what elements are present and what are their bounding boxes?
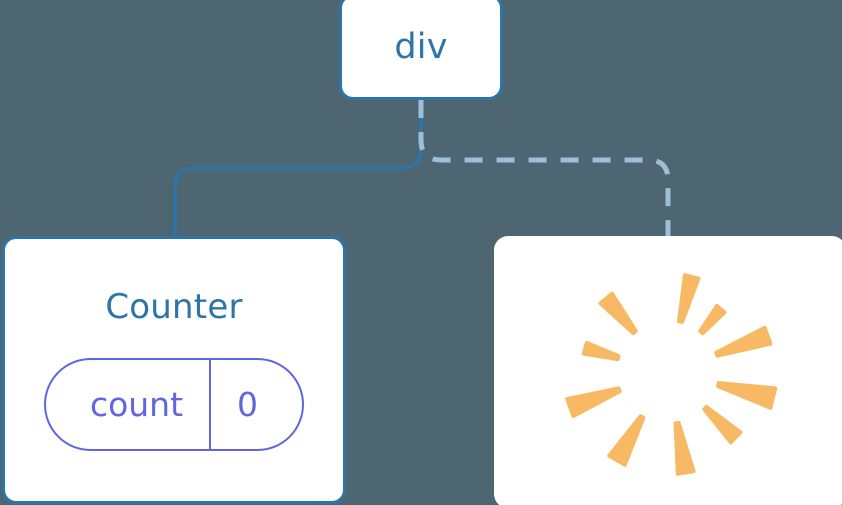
node-counter[interactable]: Counter count 0 [2,236,346,504]
state-pill-wrapper: count 0 [5,358,343,451]
sparkle-ray-10 [598,291,638,336]
node-counter-label: Counter [105,287,243,327]
node-div[interactable]: div [339,0,503,100]
state-pill-value: 0 [237,385,259,424]
sparkle-ray-8 [565,386,622,418]
sparkle-ray-4 [716,381,778,410]
sparkle-ray-5 [702,405,743,445]
sparkle-ray-1 [677,273,701,324]
sparkle-burst-icon [565,273,778,476]
sparkle-ray-6 [673,420,696,476]
sparkle-ray-3 [714,325,773,358]
edge-root-to-highlight [418,100,671,237]
edge-root-to-counter [173,98,423,239]
sparkle-ray-2 [698,304,727,336]
state-pill[interactable]: count 0 [43,358,305,451]
node-div-label: div [394,27,448,67]
state-pill-divider [209,360,212,449]
node-highlight[interactable] [494,236,842,505]
sparkle-ray-9 [581,341,621,362]
state-pill-key: count [89,385,184,424]
sparkle-ray-7 [607,414,646,467]
